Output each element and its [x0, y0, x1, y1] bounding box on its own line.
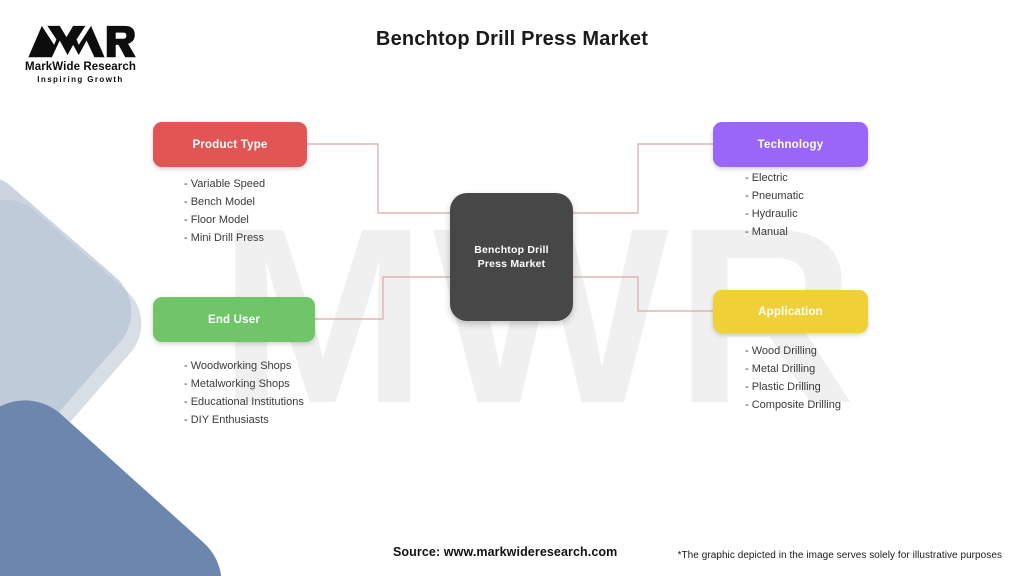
- branch-list-product-type: - Variable Speed - Bench Model - Floor M…: [184, 175, 265, 247]
- list-item: - Plastic Drilling: [745, 381, 821, 393]
- branch-list-end-user: - Woodworking Shops - Metalworking Shops…: [184, 357, 304, 429]
- branch-node-end-user[interactable]: End User: [153, 297, 315, 342]
- list-item: - Wood Drilling: [745, 345, 817, 357]
- list-item: - Composite Drilling: [745, 399, 841, 411]
- list-item: - Educational Institutions: [184, 396, 304, 408]
- page-title: Benchtop Drill Press Market: [375, 28, 649, 50]
- connector-application: [573, 276, 713, 312]
- footer-source: Source: www.markwideresearch.com: [393, 545, 618, 559]
- mwr-logo-icon: [27, 25, 136, 58]
- footer-disclaimer-note: *The graphic depicted in the image serve…: [677, 550, 1002, 561]
- company-logo: MarkWide Research Inspiring Growth: [18, 22, 143, 84]
- connector-technology: [573, 143, 713, 214]
- list-item: - Variable Speed: [184, 178, 266, 190]
- branch-node-technology[interactable]: Technology: [713, 122, 868, 167]
- list-item: - DIY Enthusiasts: [184, 414, 269, 426]
- logo-company-name: MarkWide Research: [25, 61, 136, 73]
- list-item: - Metal Drilling: [745, 363, 816, 375]
- list-item: - Metalworking Shops: [184, 378, 290, 390]
- branch-node-application[interactable]: Application: [713, 290, 868, 333]
- list-item: - Bench Model: [184, 196, 255, 208]
- list-item: - Manual: [745, 226, 788, 238]
- list-item: - Pneumatic: [745, 190, 804, 202]
- connector-end-user: [315, 276, 450, 320]
- branch-list-technology: - Electric - Pneumatic - Hydraulic - Man…: [745, 169, 804, 241]
- center-node-benchtop-drill-press-market[interactable]: Benchtop Drill Press Market: [450, 193, 573, 321]
- list-item: - Floor Model: [184, 214, 249, 226]
- list-item: - Electric: [745, 172, 788, 184]
- list-item: - Woodworking Shops: [184, 360, 292, 372]
- branch-node-product-type[interactable]: Product Type: [153, 122, 307, 167]
- list-item: - Hydraulic: [745, 208, 798, 220]
- connector-product-type: [307, 143, 450, 214]
- logo-tagline: Inspiring Growth: [37, 75, 124, 84]
- branch-list-application: - Wood Drilling - Metal Drilling - Plast…: [745, 342, 841, 414]
- list-item: - Mini Drill Press: [184, 232, 265, 244]
